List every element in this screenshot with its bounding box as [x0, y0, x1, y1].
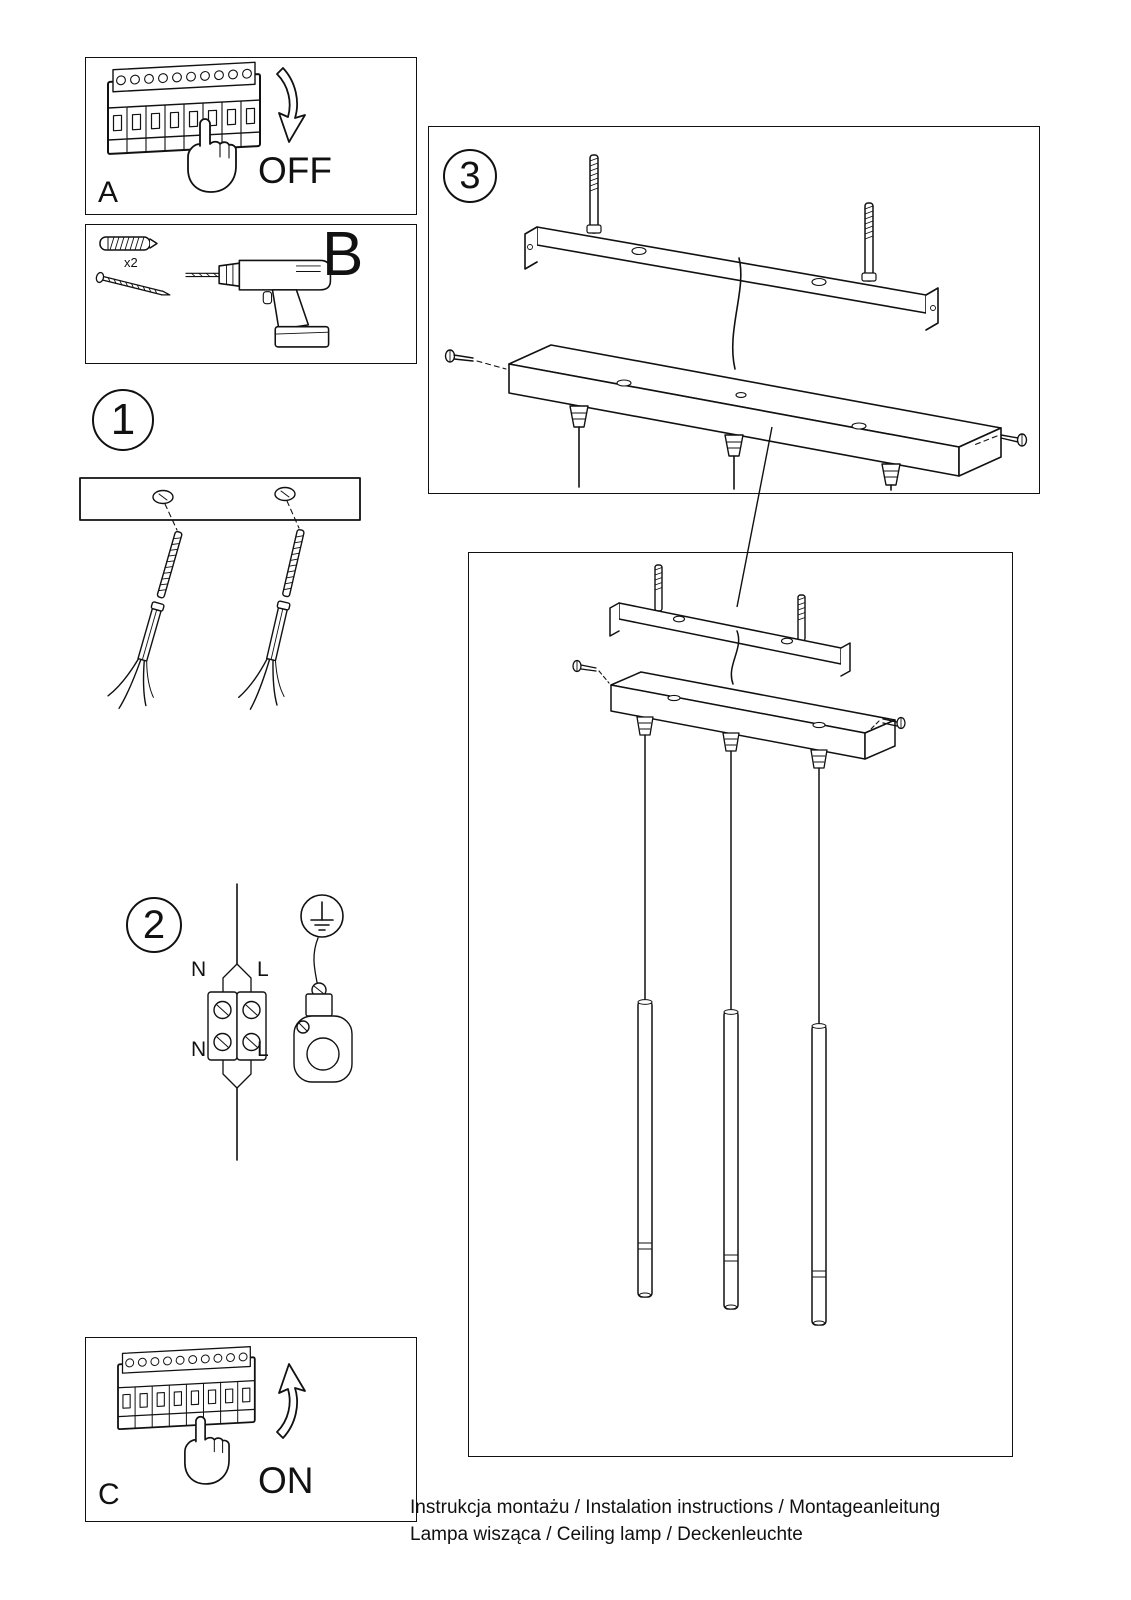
stud-screw-left-icon — [586, 154, 602, 234]
step3-illustration — [444, 154, 1028, 491]
wire-l-bottom-label: L — [257, 1038, 269, 1061]
hand-icon — [184, 1416, 230, 1485]
power-off-label: OFF — [258, 150, 332, 191]
step1-illustration — [79, 477, 361, 710]
ground-symbol-icon — [300, 894, 344, 938]
stud-screw-right-icon — [861, 202, 877, 282]
pendant-tubes — [637, 999, 827, 1326]
cable-grips — [636, 716, 828, 769]
arrow-up-icon — [276, 1363, 306, 1439]
drill-icon — [185, 259, 332, 348]
hand-icon — [187, 118, 237, 193]
step-3-number: 3 — [459, 155, 481, 197]
wire-n-bottom-label: N — [191, 1038, 207, 1061]
step-a-panel: A OFF — [85, 57, 417, 215]
breaker-panel-icon — [107, 61, 261, 155]
breaker-panel-icon — [117, 1346, 256, 1431]
arrow-down-icon — [276, 67, 306, 143]
canopy-screw-right-icon — [868, 716, 906, 732]
footer: Instrukcja montażu / Instalation instruc… — [410, 1494, 940, 1548]
mounting-bracket-icon — [79, 477, 361, 521]
wall-anchor-right-icon — [238, 529, 305, 710]
wall-anchor-left-icon — [107, 530, 183, 710]
stud-screw-right-icon — [797, 594, 806, 642]
step-b-panel: x2 B — [85, 220, 417, 364]
step-3-panel — [428, 126, 1040, 494]
canopy-screw-left-icon — [444, 349, 507, 370]
screw-qty-label: x2 — [124, 255, 138, 270]
stud-screw-left-icon — [654, 564, 663, 612]
wire-n-top-label: N — [191, 958, 207, 981]
mains-wire — [730, 630, 740, 685]
mains-wire — [731, 257, 742, 370]
suspension-cables — [644, 734, 820, 1026]
step-2-badge: 2 — [126, 897, 182, 953]
step-b-label: B — [322, 220, 364, 289]
step-c-panel: C ON — [85, 1337, 417, 1522]
step-3-badge: 3 — [443, 149, 497, 203]
step-a-illustration — [107, 61, 306, 193]
step-1-badge: 1 — [92, 389, 154, 451]
mounting-bracket-icon — [524, 226, 939, 331]
assembly-illustration — [572, 564, 906, 1326]
terminal-block-icon — [207, 991, 267, 1061]
wall-plug-icon — [99, 236, 158, 251]
power-on-label: ON — [258, 1460, 314, 1501]
step-c-illustration — [117, 1346, 306, 1485]
step-b-illustration — [95, 236, 332, 348]
footer-line-2: Lampa wisząca / Ceiling lamp / Deckenleu… — [410, 1524, 803, 1545]
mounting-bracket-icon — [609, 602, 851, 677]
assembled-lamp-panel — [468, 552, 1013, 1457]
screw-icon — [95, 271, 171, 296]
step-c-label: C — [98, 1478, 120, 1511]
step-2-number: 2 — [142, 903, 166, 947]
step-1-number: 1 — [110, 395, 136, 444]
earth-clamp-icon — [293, 982, 353, 1083]
wire-l-top-label: L — [257, 958, 269, 981]
canopy-screw-left-icon — [572, 659, 610, 684]
canopy-screw-right-icon — [973, 433, 1028, 447]
step-a-label: A — [98, 176, 119, 209]
canopy-icon — [610, 671, 896, 760]
footer-line-1: Instrukcja montażu / Instalation instruc… — [410, 1497, 941, 1518]
canopy-icon — [508, 344, 1002, 477]
step2-illustration — [207, 883, 353, 1161]
